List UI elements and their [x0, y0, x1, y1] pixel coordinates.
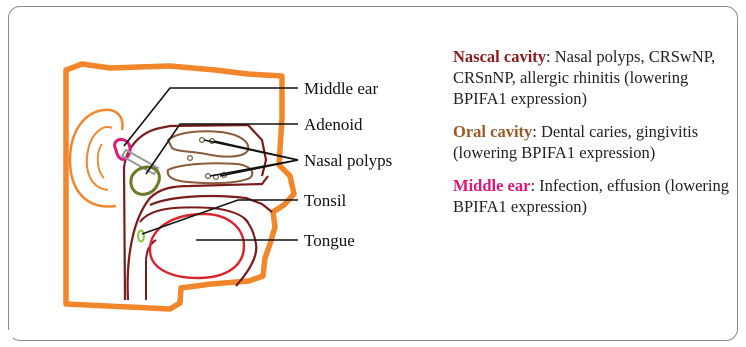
nasal-conchae-lower — [168, 163, 253, 183]
nasal-conchae — [168, 131, 248, 156]
label-nasal-polyps: Nasal polyps — [304, 151, 392, 171]
label-tonsil: Tonsil — [304, 191, 346, 211]
note-term: Middle ear — [453, 176, 530, 195]
polyp-marker — [206, 174, 211, 179]
tongue-shape — [150, 214, 244, 278]
polyp-marker — [200, 138, 205, 143]
note-term: Nascal cavity — [453, 47, 546, 66]
ear-inner-2 — [98, 144, 104, 178]
note-middle-ear: Middle ear: Infection, effusion (lowerin… — [453, 175, 733, 217]
label-tongue: Tongue — [304, 231, 355, 251]
label-adenoid: Adenoid — [304, 115, 363, 135]
note-term: Oral cavity — [453, 122, 532, 141]
tonsil-shape — [138, 231, 144, 242]
label-middle-ear: Middle ear — [304, 79, 378, 99]
polyp-marker — [188, 156, 193, 161]
ear-shape — [70, 110, 123, 207]
note-oral-cavity: Oral cavity: Dental caries, gingivitis (… — [453, 121, 733, 163]
notes-panel: Nascal cavity: Nasal polyps, CRSwNP, CRS… — [453, 46, 733, 229]
note-nasal-cavity: Nascal cavity: Nasal polyps, CRSwNP, CRS… — [453, 46, 733, 109]
ear-inner — [87, 127, 112, 190]
leader-middle-ear — [124, 88, 298, 146]
